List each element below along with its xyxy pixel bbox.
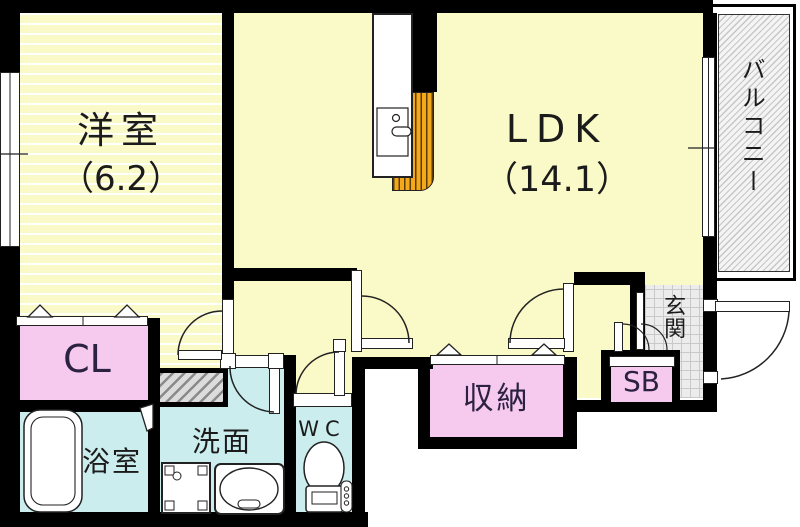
cl-sliding-track bbox=[16, 316, 148, 326]
hall-door-left-jamb bbox=[351, 270, 362, 352]
window-left bbox=[0, 72, 20, 247]
sb-label: SB bbox=[623, 365, 660, 398]
wall-cl-bottom bbox=[20, 400, 160, 412]
balcony-hatch bbox=[718, 14, 790, 272]
wall-storage-bottom bbox=[418, 437, 573, 449]
wall-yoshitsu-ldk bbox=[222, 13, 234, 312]
room-cl bbox=[20, 322, 148, 402]
entry-door-jamb-bottom bbox=[703, 371, 718, 384]
kitchen-unit bbox=[372, 13, 413, 178]
wash-door-jamb-right bbox=[268, 353, 284, 369]
room-ldk bbox=[228, 13, 703, 285]
bath-label: 浴室 bbox=[81, 445, 142, 478]
yoshitsu-door-leaf bbox=[178, 350, 222, 360]
wc-door-jamb bbox=[333, 339, 346, 352]
wall-bottom-left bbox=[0, 512, 368, 527]
wc-label: WC bbox=[298, 417, 346, 441]
ldk-size: （14.1） bbox=[483, 160, 631, 200]
yoshitsu-size: （6.2） bbox=[59, 159, 183, 199]
wall-above-storage bbox=[352, 357, 433, 369]
storage-sliding-track bbox=[430, 355, 565, 365]
wash-door-sill bbox=[234, 355, 272, 368]
storage-label: 収納 bbox=[462, 381, 531, 417]
balcony-label: バルコニー bbox=[737, 57, 766, 197]
hatched-counter-block bbox=[155, 368, 228, 407]
hall-door-left-leaf bbox=[361, 338, 413, 349]
room-yoshitsu bbox=[20, 13, 222, 318]
wall-cl-right bbox=[148, 318, 160, 527]
sb-door-leaf bbox=[614, 322, 623, 352]
ldk-label: LDK bbox=[505, 107, 609, 151]
wc-door-leaf bbox=[334, 351, 345, 396]
window-balcony bbox=[702, 57, 715, 237]
wash-door-leaf bbox=[269, 368, 280, 414]
wall-ldk-hall-west bbox=[222, 268, 357, 281]
room-storage bbox=[430, 363, 563, 437]
entry-door-leaf bbox=[715, 301, 790, 312]
cl-label: CL bbox=[63, 337, 111, 381]
yoshitsu-label: 洋室 bbox=[77, 109, 165, 152]
sb-sliding-track bbox=[609, 356, 675, 367]
genkan-label: 玄関 bbox=[660, 294, 686, 340]
room-yoshitsu-door-area bbox=[160, 318, 222, 368]
wash-label: 洗面 bbox=[191, 425, 252, 458]
wall-kitchen-column bbox=[413, 0, 437, 92]
wall-wash-wc bbox=[284, 355, 296, 527]
entry-door-arc bbox=[720, 311, 790, 380]
hall-door-right-leaf bbox=[508, 338, 565, 349]
wash-door-jamb-left bbox=[220, 353, 236, 369]
wall-wc-right bbox=[352, 357, 365, 527]
wall-top bbox=[0, 0, 713, 13]
sb-box bbox=[611, 367, 672, 402]
wall-ldk-hall-east bbox=[574, 272, 645, 285]
wall-storage-left bbox=[418, 357, 430, 449]
genkan-door-post bbox=[636, 292, 644, 350]
